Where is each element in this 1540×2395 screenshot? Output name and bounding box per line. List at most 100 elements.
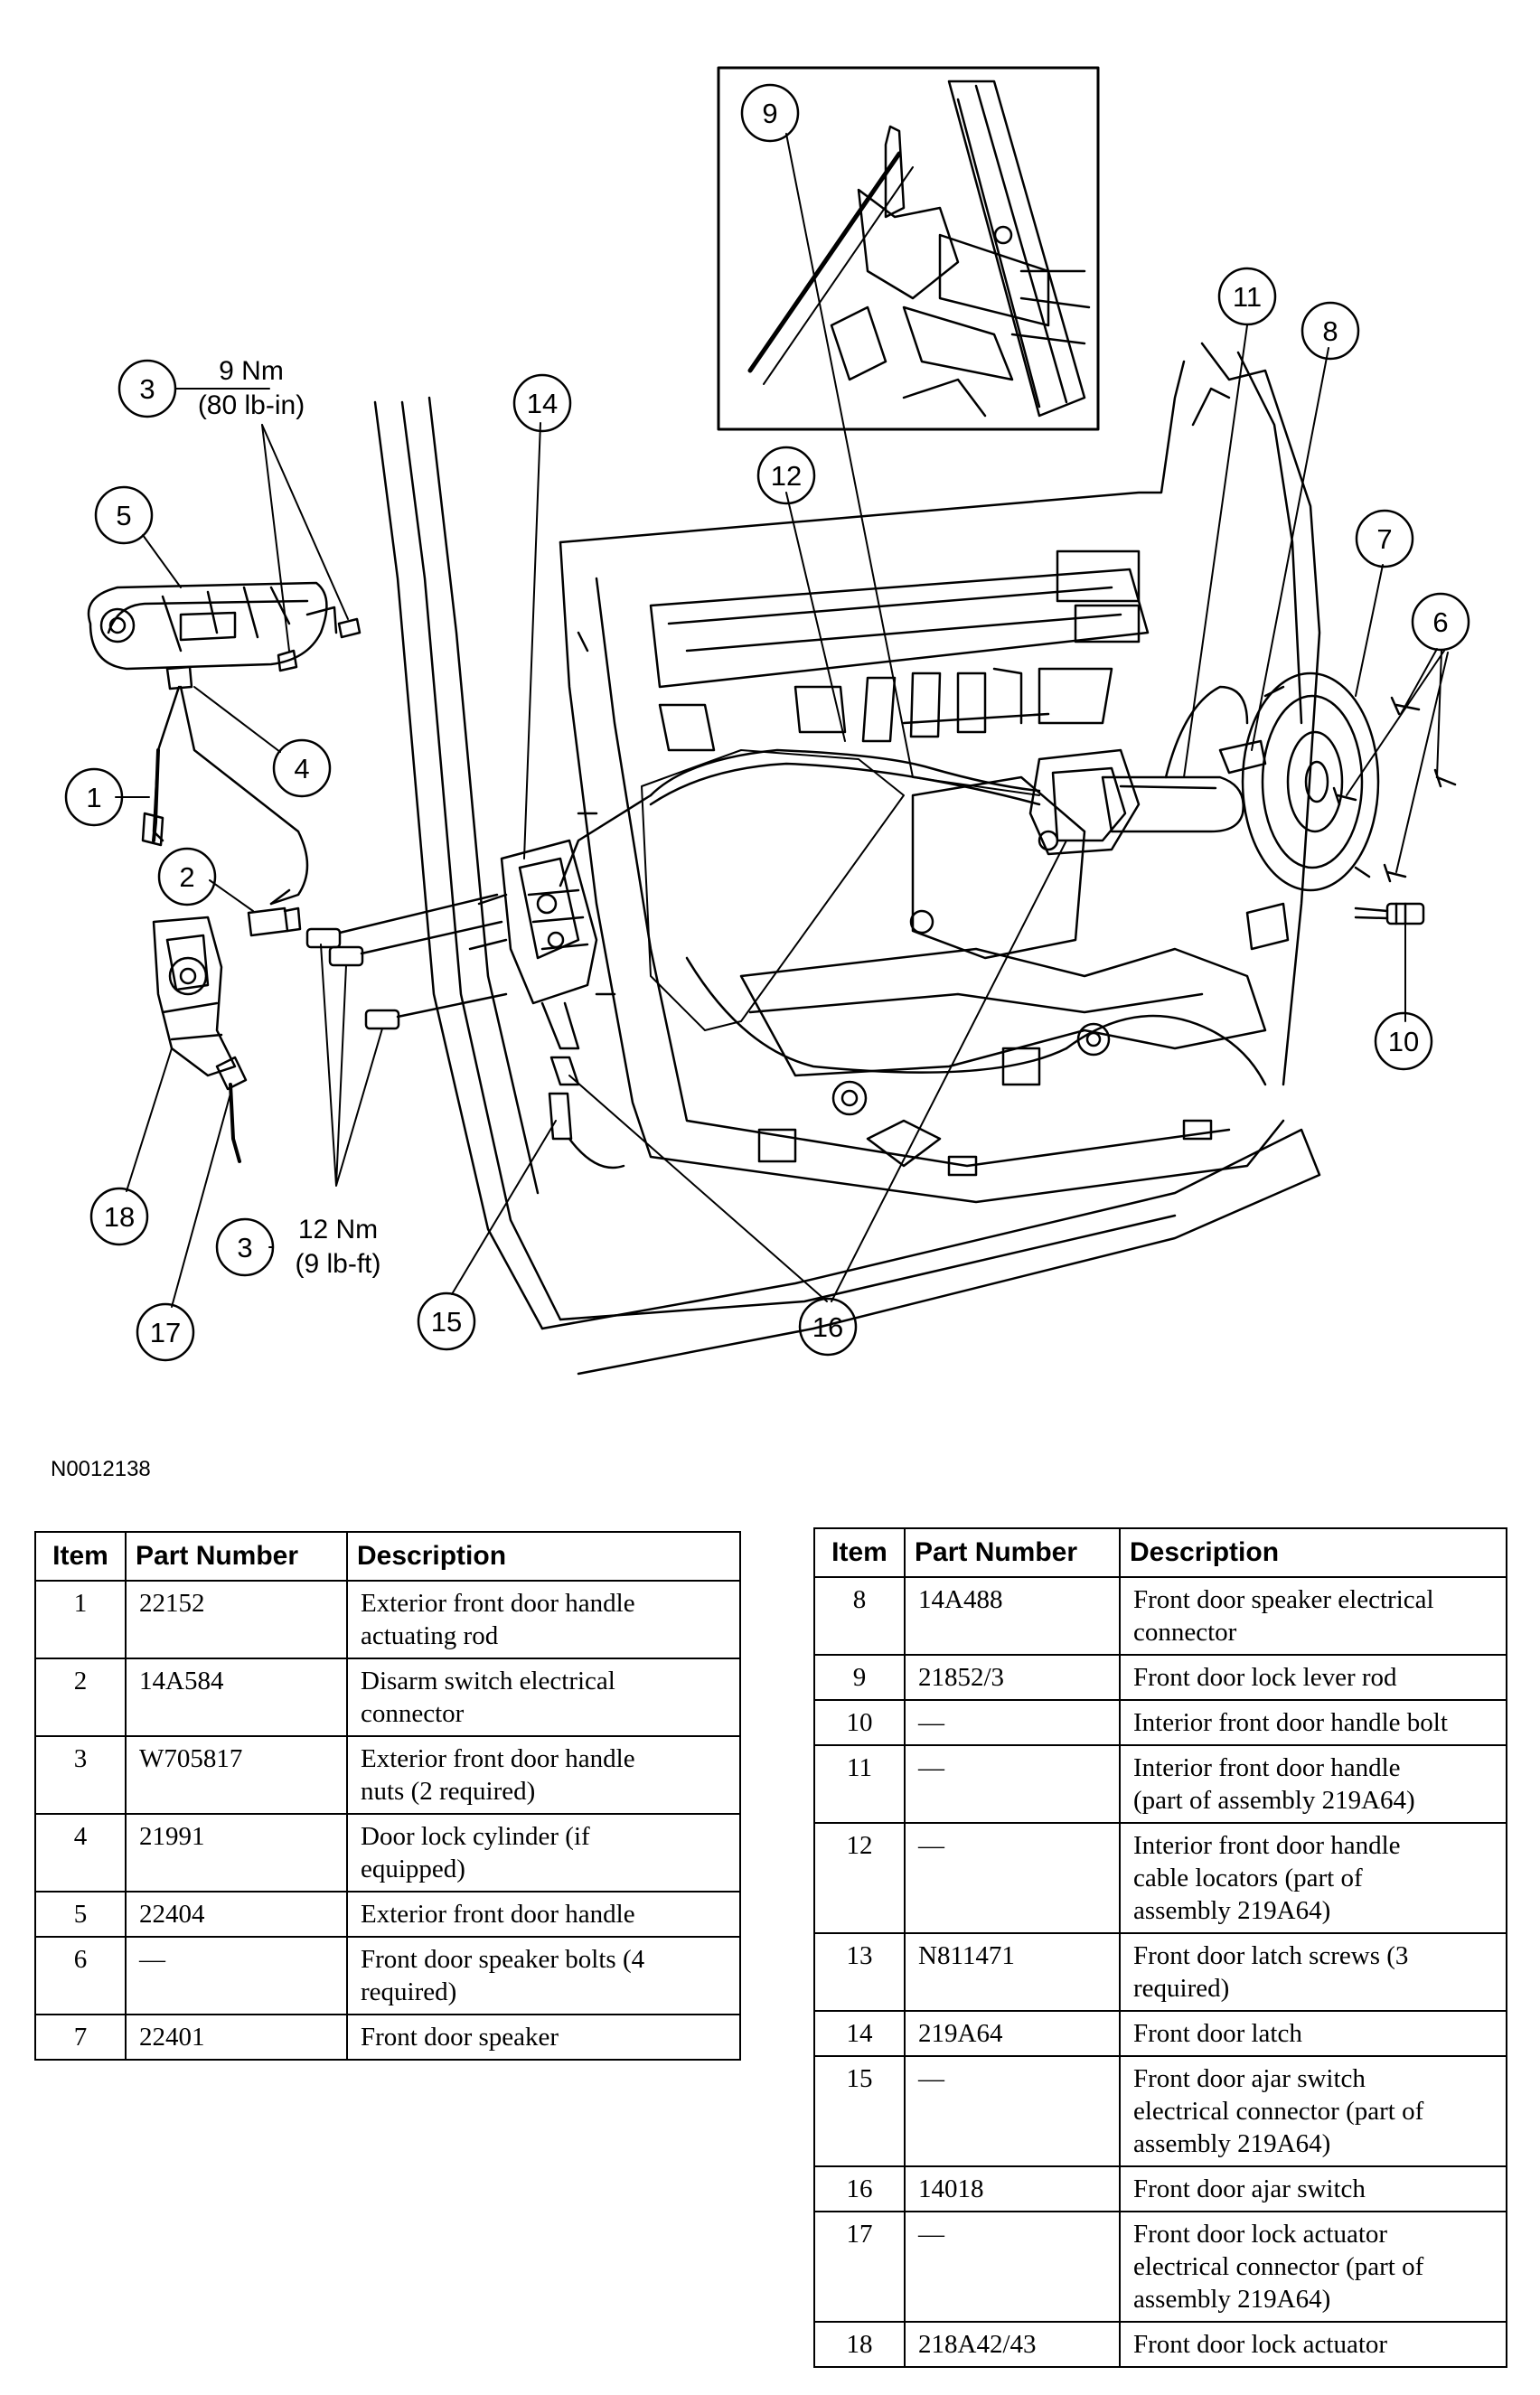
item-number: 9 <box>813 1654 906 1701</box>
item-number: 4 <box>34 1813 127 1893</box>
front-door-speaker-bolts <box>1332 696 1457 883</box>
callout-label: 14 <box>527 388 558 419</box>
part-number: — <box>904 1822 1121 1934</box>
description: Front door speaker <box>346 2014 741 2061</box>
description-line: Front door ajar switch <box>1133 2064 1366 2093</box>
callout-5: 5 <box>94 485 154 545</box>
item-number: 1 <box>34 1580 127 1659</box>
exterior-front-door-handle-nuts <box>277 617 362 672</box>
callout-2: 2 <box>157 847 217 906</box>
item-number: 6 <box>34 1936 127 2015</box>
part-number: 21852/3 <box>904 1654 1121 1701</box>
description-line: required) <box>361 1977 457 2006</box>
callout-label: 10 <box>1388 1026 1419 1057</box>
description: Interior front door handle bolt <box>1119 1699 1507 1746</box>
callout-3-lower: 3 <box>215 1217 275 1277</box>
description-line: connector <box>361 1699 465 1728</box>
callout-label: 5 <box>116 500 131 531</box>
item-number: 12 <box>813 1822 906 1934</box>
header-part-number: Part Number <box>125 1531 348 1582</box>
description-line: electrical connector (part of <box>1133 2252 1424 2281</box>
description-line: Interior front door handle <box>1133 1831 1401 1860</box>
header-part-number: Part Number <box>904 1527 1121 1578</box>
callout-3-upper: 3 <box>117 359 177 418</box>
part-number: 22152 <box>125 1580 348 1659</box>
interior-front-door-handle <box>1028 685 1267 856</box>
callout-label: 2 <box>179 861 194 893</box>
item-number: 18 <box>813 2321 906 2368</box>
callout-label: 1 <box>86 782 101 813</box>
inset-detail-lock-lever-rod <box>717 66 1100 431</box>
callout-14: 14 <box>512 373 572 433</box>
callouts: 3 5 4 1 2 18 17 3 14 15 16 12 9 11 8 7 6… <box>64 83 1470 1362</box>
callout-6: 6 <box>1411 592 1470 652</box>
description-line: electrical connector (part of <box>1133 2097 1424 2126</box>
callout-1: 1 <box>64 767 124 827</box>
description: Front door lock lever rod <box>1119 1654 1507 1701</box>
description-line: Door lock cylinder (if <box>361 1822 590 1851</box>
description-line: Front door ajar switch <box>1133 2174 1366 2203</box>
description: Front door lock actuator <box>1119 2321 1507 2368</box>
description-line: Exterior front door handle <box>361 1744 635 1773</box>
item-number: 16 <box>813 2165 906 2212</box>
item-number: 2 <box>34 1658 127 1737</box>
description-line: required) <box>1133 1974 1230 2003</box>
header-description: Description <box>1119 1527 1507 1578</box>
exterior-front-door-handle <box>87 581 338 671</box>
callout-label: 6 <box>1432 606 1448 638</box>
table-row: 10—Interior front door handle bolt <box>813 1699 1507 1746</box>
item-number: 5 <box>34 1891 127 1938</box>
description-line: (part of assembly 219A64) <box>1133 1786 1415 1815</box>
torque-lower-imperial: (9 lb-ft) <box>295 1249 380 1279</box>
description-line: Front door latch <box>1133 2019 1302 2048</box>
front-door-lock-actuator <box>152 916 237 1077</box>
description: Exterior front door handle <box>346 1891 741 1938</box>
part-number: — <box>904 1699 1121 1746</box>
description-line: Interior front door handle bolt <box>1133 1708 1448 1737</box>
callout-label: 18 <box>104 1201 135 1233</box>
description-line: Exterior front door handle <box>361 1900 635 1929</box>
torque-upper-value: 9 Nm <box>219 356 284 386</box>
callout-label: 3 <box>139 373 155 405</box>
figure-id: N0012138 <box>51 1457 151 1481</box>
callout-label: 11 <box>1233 281 1262 313</box>
callout-label: 3 <box>237 1232 252 1263</box>
description-line: nuts (2 required) <box>361 1777 536 1806</box>
callout-17: 17 <box>136 1302 195 1362</box>
torque-upper-imperial: (80 lb-in) <box>198 390 305 420</box>
callout-10: 10 <box>1374 1011 1433 1071</box>
part-number: 22404 <box>125 1891 348 1938</box>
callout-9: 9 <box>740 83 800 143</box>
part-number: — <box>904 1744 1121 1824</box>
part-number: 218A42/43 <box>904 2321 1121 2368</box>
front-door-latch <box>468 839 625 1169</box>
description: Exterior front door handle nuts (2 requir… <box>346 1735 741 1815</box>
callout-label: 4 <box>294 753 309 784</box>
part-number: 14A488 <box>904 1576 1121 1656</box>
torque-upper: 9 Nm (80 lb-in) <box>198 356 305 420</box>
item-number: 3 <box>34 1735 127 1815</box>
part-number: — <box>904 2055 1121 2167</box>
description-line: Exterior front door handle <box>361 1589 635 1618</box>
part-number: 22401 <box>125 2014 348 2061</box>
description-line: assembly 219A64) <box>1133 1896 1331 1925</box>
exploded-view-diagram: 3 5 4 1 2 18 17 3 14 15 16 12 9 11 8 7 6… <box>64 66 1470 1376</box>
